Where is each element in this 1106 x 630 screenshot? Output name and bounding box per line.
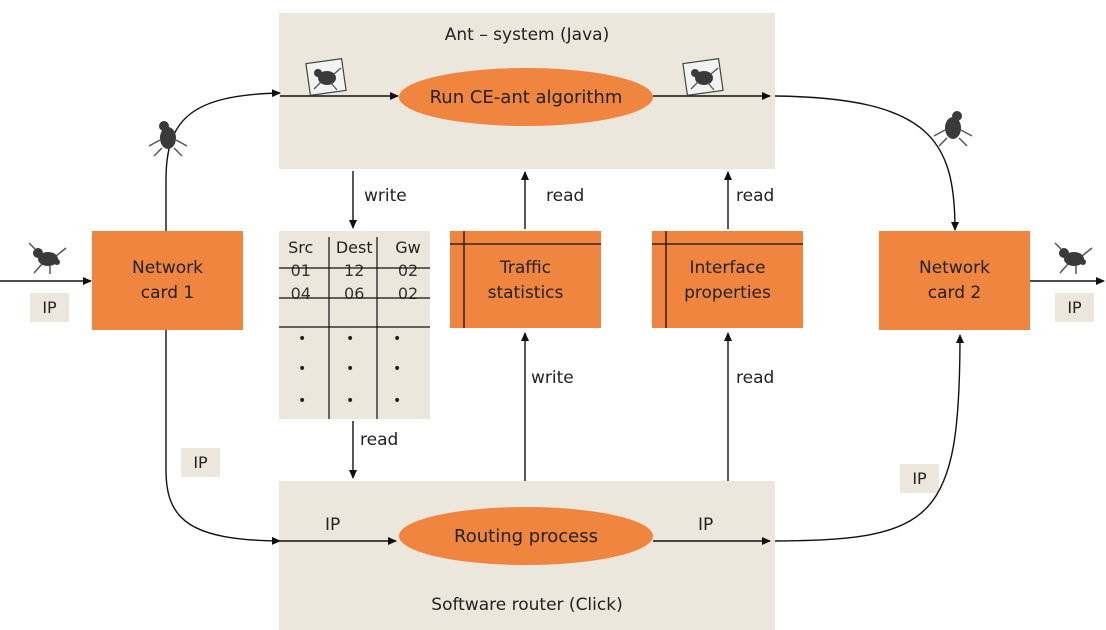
- routing-table-cell: 12: [344, 261, 365, 280]
- table-dot: •: [298, 393, 307, 409]
- read-interface-bottom-label: read: [736, 368, 775, 388]
- network-card-1-label-1: Network: [132, 258, 203, 278]
- write-traffic-label: write: [531, 368, 574, 388]
- table-dot: •: [393, 361, 402, 377]
- ant-icon: [682, 58, 724, 96]
- table-dot: •: [298, 361, 307, 377]
- ant-icon: [148, 121, 188, 157]
- traffic-statistics-box: Traffic statistics: [450, 231, 601, 328]
- routing-table-header-gw: Gw: [395, 238, 421, 257]
- interface-properties-label-2: properties: [684, 283, 771, 303]
- table-dot: •: [298, 331, 307, 347]
- routing-table-header-src: Src: [288, 238, 314, 257]
- read-traffic-label: read: [546, 186, 585, 206]
- ip-tag-card1-down: IP: [181, 448, 220, 477]
- write-table-label: write: [364, 186, 407, 206]
- routing-table-panel: [279, 231, 430, 419]
- table-dot: •: [393, 393, 402, 409]
- ip-tag-card2-up: IP: [900, 464, 939, 493]
- table-dot: •: [346, 331, 355, 347]
- ant-system-title: Ant – system (Java): [444, 25, 610, 45]
- table-dot: •: [346, 393, 355, 409]
- table-dot: •: [393, 331, 402, 347]
- interface-properties-label-1: Interface: [689, 258, 766, 278]
- ant-icon: [305, 58, 347, 96]
- read-interface-top-label: read: [736, 186, 775, 206]
- routing-table-header-dest: Dest: [335, 238, 373, 257]
- network-card-2-label-2: card 2: [927, 283, 982, 303]
- ant-icon: [933, 111, 973, 147]
- ip-tag-left: IP: [30, 293, 69, 322]
- interface-properties-box: Interface properties: [652, 231, 803, 328]
- ip-label-router-in: IP: [325, 515, 341, 535]
- network-card-2: Network card 2: [879, 231, 1030, 330]
- ant-icon: [28, 242, 67, 274]
- software-router-title: Software router (Click): [431, 595, 623, 615]
- ce-ant-algorithm-ellipse: Run CE-ant algorithm: [399, 68, 653, 126]
- table-dot: •: [346, 361, 355, 377]
- ip-label-router-out: IP: [698, 515, 714, 535]
- network-card-1: Network card 1: [92, 231, 243, 330]
- routing-table-cell: 02: [397, 261, 419, 280]
- network-card-1-label-2: card 1: [140, 283, 195, 303]
- routing-table-cell: 01: [290, 261, 311, 280]
- traffic-statistics-label-2: statistics: [487, 283, 564, 303]
- traffic-statistics-label-1: Traffic: [499, 258, 552, 278]
- network-card-2-label-1: Network: [919, 258, 990, 278]
- read-table-label: read: [360, 430, 399, 450]
- ip-tag-right: IP: [1055, 293, 1094, 322]
- ant-icon: [1054, 242, 1093, 274]
- routing-process-ellipse: Routing process: [399, 507, 653, 565]
